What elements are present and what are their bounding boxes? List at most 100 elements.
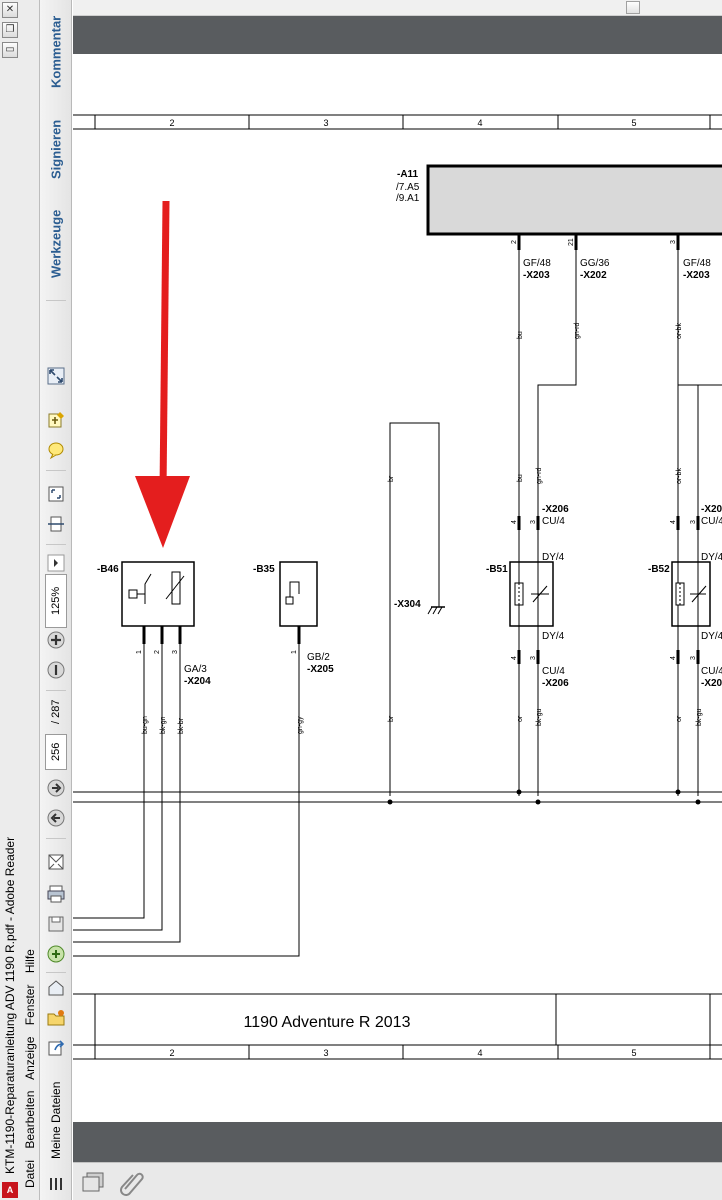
component-b46: -B46 — [97, 564, 119, 575]
tab-werkzeuge[interactable]: Werkzeuge — [48, 209, 64, 279]
zoom-out-icon[interactable] — [43, 658, 69, 682]
conn-x204: -X204 — [184, 676, 211, 687]
conn-x206-bot: -X206 — [542, 678, 569, 689]
b46-pin-1: 1 — [136, 650, 143, 654]
conn-x20-top: -X20 — [701, 504, 722, 515]
wire-color-bkgu-b52: bk-gu — [696, 708, 703, 726]
fullscreen-icon[interactable] — [43, 364, 69, 388]
b51-pin-4-top: 4 — [511, 520, 518, 524]
wire-color-or-b52: or — [676, 715, 683, 722]
highlight-text-icon[interactable] — [43, 408, 69, 432]
folder-home-icon[interactable] — [43, 976, 69, 1000]
fit-page-icon[interactable] — [43, 482, 69, 506]
b52-pin-4-bot: 4 — [670, 656, 677, 660]
a11-ref-2: /9.A1 — [396, 193, 420, 204]
print-icon[interactable] — [43, 882, 69, 906]
conn-cu4-top: CU/4 — [542, 516, 565, 527]
page-number-input[interactable]: 256 — [45, 734, 67, 770]
component-b51: -B51 — [486, 564, 508, 575]
footer-col-3: 3 — [323, 1048, 328, 1058]
conn-cu4-b52-top: CU/4 — [701, 516, 722, 527]
wire-color-bkbr: bk-br — [178, 717, 185, 734]
meine-dateien-label[interactable]: Meine Dateien — [49, 1081, 63, 1159]
next-page-icon[interactable] — [43, 776, 69, 800]
ruler-col-5: 5 — [631, 118, 636, 128]
minimize-icon[interactable]: ▭ — [2, 42, 18, 58]
conn-x203-b: -X203 — [683, 270, 710, 281]
b52-pin-4-top: 4 — [670, 520, 677, 524]
menu-datei[interactable]: Datei — [23, 1159, 37, 1188]
component-b35: -B35 — [253, 564, 275, 575]
a11-pin-3: 3 — [670, 240, 677, 244]
a11-ref-1: /7.A5 — [396, 182, 420, 193]
close-icon[interactable]: ✕ — [2, 2, 18, 18]
zoom-in-icon[interactable] — [43, 628, 69, 652]
window-title: KTM-1190-Reparaturanleitung ADV 1190 R.p… — [3, 836, 17, 1174]
footer-col-2: 2 — [169, 1048, 174, 1058]
page-gap-top — [73, 16, 722, 54]
wire-color-gngy: gn-gy — [297, 716, 304, 734]
a11-pin-2: 2 — [511, 240, 518, 244]
zoom-input[interactable]: 125% — [45, 574, 67, 628]
create-pdf-icon[interactable] — [43, 942, 69, 966]
horizontal-scrollbar[interactable] — [73, 0, 722, 16]
menu-bearbeiten[interactable]: Bearbeiten — [23, 1090, 37, 1149]
page-gap-bottom — [73, 1122, 722, 1162]
conn-cu4-b52-bot: CU/4 — [701, 666, 722, 677]
wire-color-gnrd-mid: gn-rd — [536, 468, 543, 484]
tab-signieren[interactable]: Signieren — [48, 119, 64, 179]
scroll-thumb[interactable] — [626, 1, 640, 14]
conn-gb2: GB/2 — [307, 652, 330, 663]
tab-kommentar[interactable]: Kommentar — [48, 15, 64, 89]
share-icon[interactable] — [43, 1036, 69, 1060]
conn-dy4-b51-top: DY/4 — [542, 552, 565, 563]
conn-ga3: GA/3 — [184, 664, 207, 675]
attachment-icon[interactable] — [117, 1167, 147, 1197]
restore-icon[interactable]: ❐ — [2, 22, 18, 38]
conn-gf48-b: GF/48 — [683, 258, 711, 269]
ruler-col-4: 4 — [477, 118, 482, 128]
conn-gg36: GG/36 — [580, 258, 610, 269]
component-b52: -B52 — [648, 564, 670, 575]
ruler-col-3: 3 — [323, 118, 328, 128]
conn-x202: -X202 — [580, 270, 607, 281]
component-x304: -X304 — [394, 599, 421, 610]
menu-hilfe[interactable]: Hilfe — [23, 949, 37, 974]
conn-dy4-b52-bot: DY/4 — [701, 631, 722, 642]
pdf-page: 2 3 4 5 2 3 4 5 -A11 /7.A5 /9.A1 2 21 3 — [73, 54, 722, 1122]
b35-pin-1: 1 — [291, 650, 298, 654]
zoom-dropdown-icon[interactable] — [43, 554, 69, 572]
a11-pin-21: 21 — [568, 238, 575, 246]
conn-x203-a: -X203 — [523, 270, 550, 281]
drawing-footer-title: 1190 Adventure R 2013 — [244, 1014, 411, 1031]
menu-icon[interactable] — [43, 1172, 69, 1196]
ruler-col-2: 2 — [169, 118, 174, 128]
previous-page-icon[interactable] — [43, 806, 69, 830]
conn-dy4-b52-top: DY/4 — [701, 552, 722, 563]
window-title-strip: ✕ ❐ ▭ KTM-1190-Reparaturanleitung ADV 11… — [0, 0, 40, 1200]
page-thumbnails-icon[interactable] — [79, 1167, 139, 1197]
b46-pin-3: 3 — [172, 650, 179, 654]
wire-color-br-top: br — [388, 475, 395, 482]
conn-cu4-bot: CU/4 — [542, 666, 565, 677]
menu-anzeige[interactable]: Anzeige — [23, 1036, 37, 1080]
open-file-icon[interactable] — [43, 1006, 69, 1030]
fit-width-icon[interactable] — [43, 512, 69, 536]
wire-color-gnrd-top: gn-rd — [574, 323, 581, 339]
conn-x205: -X205 — [307, 664, 334, 675]
wire-color-bu-mid: bu — [517, 474, 524, 482]
conn-x20-bot: -X20 — [701, 678, 722, 689]
email-icon[interactable] — [43, 850, 69, 874]
menu-fenster[interactable]: Fenster — [23, 984, 37, 1026]
red-arrow-icon — [135, 200, 190, 548]
sticky-note-icon[interactable] — [43, 438, 69, 462]
wire-color-bugn: bu-gn — [142, 716, 149, 734]
a11-label: -A11 — [397, 169, 419, 180]
toolbar: Kommentar Signieren Werkzeuge 125% — [40, 0, 72, 1200]
footer-col-4: 4 — [477, 1048, 482, 1058]
b46-pin-2: 2 — [154, 650, 161, 654]
save-icon[interactable] — [43, 912, 69, 936]
wire-color-br-bot: br — [388, 715, 395, 722]
wire-color-bkgn: bk-gn — [160, 716, 167, 734]
